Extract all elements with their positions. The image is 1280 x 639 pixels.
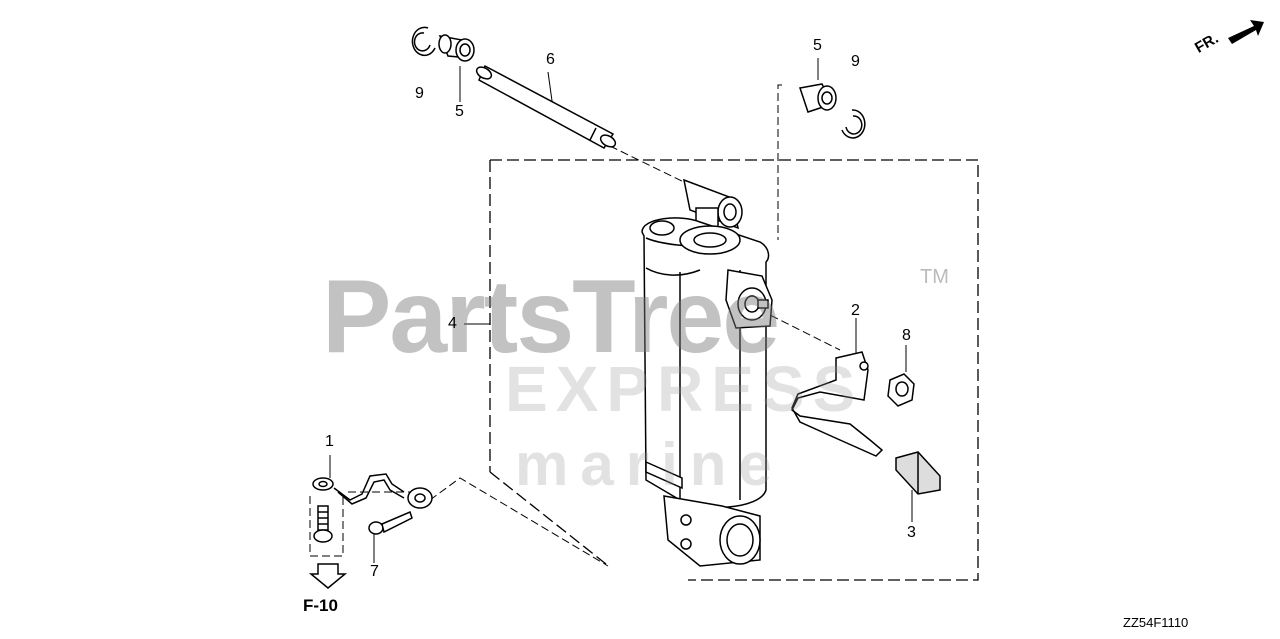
callout-7: 7 [370,563,379,580]
callout-8: 8 [902,327,911,344]
callout-6: 6 [546,51,555,68]
reference-label[interactable]: F-10 [303,596,338,615]
diagram-code: ZZ54F1110 [1123,615,1189,630]
callout-3: 3 [907,524,916,541]
reference-arrow [308,563,348,589]
watermark-trademark: TM [920,266,949,288]
leader-lines [309,84,841,567]
part-9-clip-left [411,26,436,57]
callout-4: 4 [448,315,457,332]
callout-9-right: 9 [851,53,860,70]
part-1-ground-cable [312,473,433,543]
callout-1: 1 [325,433,334,450]
part-3-pad [895,451,941,495]
callout-5-right: 5 [813,37,822,54]
callout-9-left: 9 [415,85,424,102]
part-9-clip-right [841,109,866,139]
part-6-pin [475,64,617,149]
part-8-nut [887,373,915,407]
watermark-brand: PartsTree [322,259,780,375]
watermark-line-2: marine [515,431,784,498]
front-direction-arrow [1228,20,1264,44]
watermark-line-1: EXPRESS [505,353,864,425]
part-2-bracket [791,351,884,457]
part-5-bushing-left [438,34,475,62]
assembly-boundary [489,159,979,581]
callout-5-left: 5 [455,103,464,120]
part-5-bushing-right [799,83,837,113]
part-7-screw [368,510,413,535]
callout-2: 2 [851,302,860,319]
part-4-cylinder-assembly [641,178,773,567]
